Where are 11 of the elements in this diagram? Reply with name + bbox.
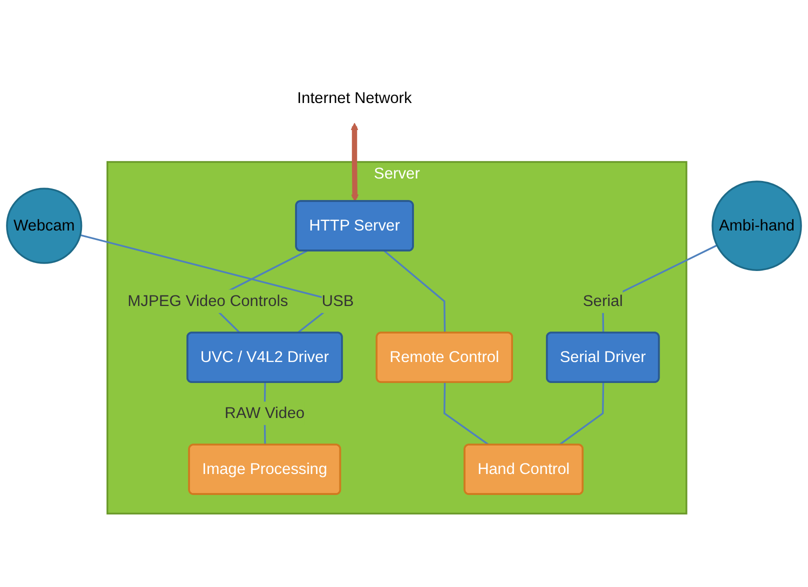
edge-label: MJPEG Video Controls (128, 292, 288, 310)
connector (558, 382, 604, 446)
node-circle: Webcam (6, 188, 82, 264)
node-circle: Ambi-hand (712, 180, 802, 271)
connector (444, 382, 490, 446)
connector (384, 250, 446, 334)
edge-label: RAW Video (224, 404, 305, 422)
arrow (350, 122, 359, 202)
node-text: Internet Network (297, 89, 412, 106)
edge-label: USB (322, 292, 354, 310)
edge-label: Serial (582, 292, 623, 310)
